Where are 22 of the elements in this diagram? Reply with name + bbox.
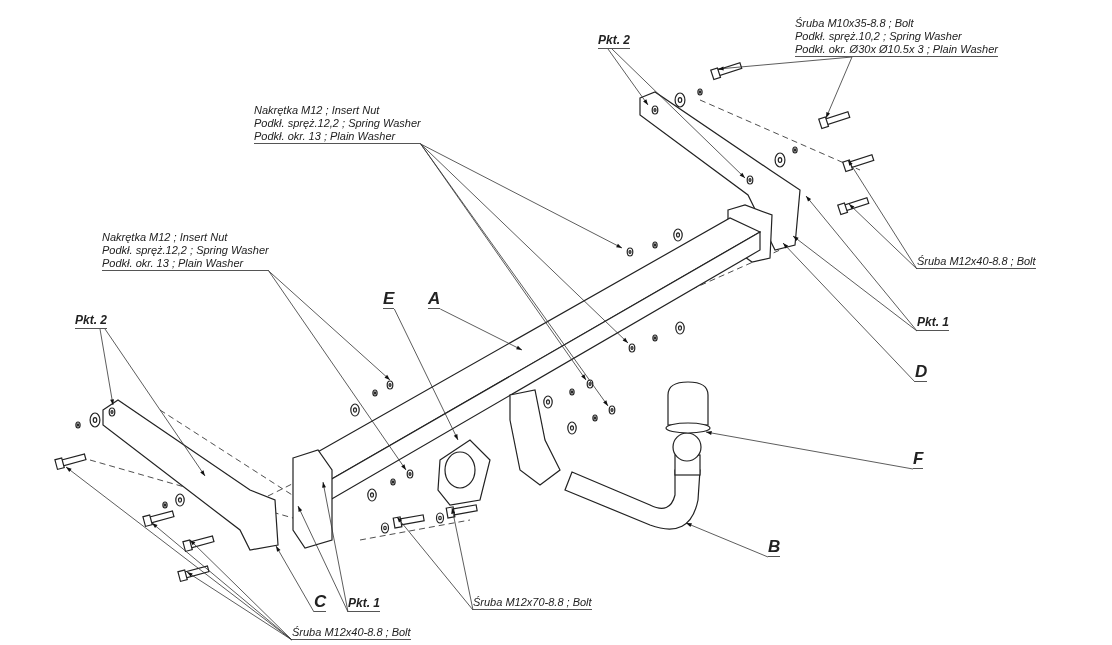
part-letter: F [913, 449, 924, 469]
callout-text: Podkł. okr. 13 ; Plain Washer [102, 257, 269, 271]
part-letter: A [428, 289, 441, 309]
callout-text: Śruba M12x40-8.8 ; Bolt [917, 255, 1036, 269]
callout-text: Śruba M10x35-8.8 ; Bolt [795, 17, 915, 30]
point-label: Pkt. 2 [598, 33, 630, 49]
callout-text: Podkł. spręż.12,2 ; Spring Washer [102, 244, 269, 257]
callout-text: Śruba M12x70-8.8 ; Bolt [473, 596, 592, 610]
callout-text: Podkł. spręż.12,2 ; Spring Washer [254, 117, 421, 130]
callout-text: Podkł. spręż.10,2 ; Spring Washer [795, 30, 963, 43]
point-label: Pkt. 1 [917, 315, 949, 331]
callout-text: Podkł. okr. 13 ; Plain Washer [254, 130, 421, 144]
callout-text: Śruba M12x40-8.8 ; Bolt [292, 626, 411, 640]
part-letter: E [383, 289, 395, 309]
part-letter: C [314, 592, 327, 612]
callout-text: Nakrętka M12 ; Insert Nut [254, 104, 381, 117]
point-label: Pkt. 1 [348, 596, 380, 612]
point-label: Pkt. 2 [75, 313, 107, 329]
part-letter: B [768, 537, 781, 557]
callout-text: Nakrętka M12 ; Insert Nut [102, 231, 229, 244]
callout-text: Podkł. okr. Ø30x Ø10.5x 3 ; Plain Washer [795, 43, 998, 57]
part-letter: D [915, 362, 928, 382]
